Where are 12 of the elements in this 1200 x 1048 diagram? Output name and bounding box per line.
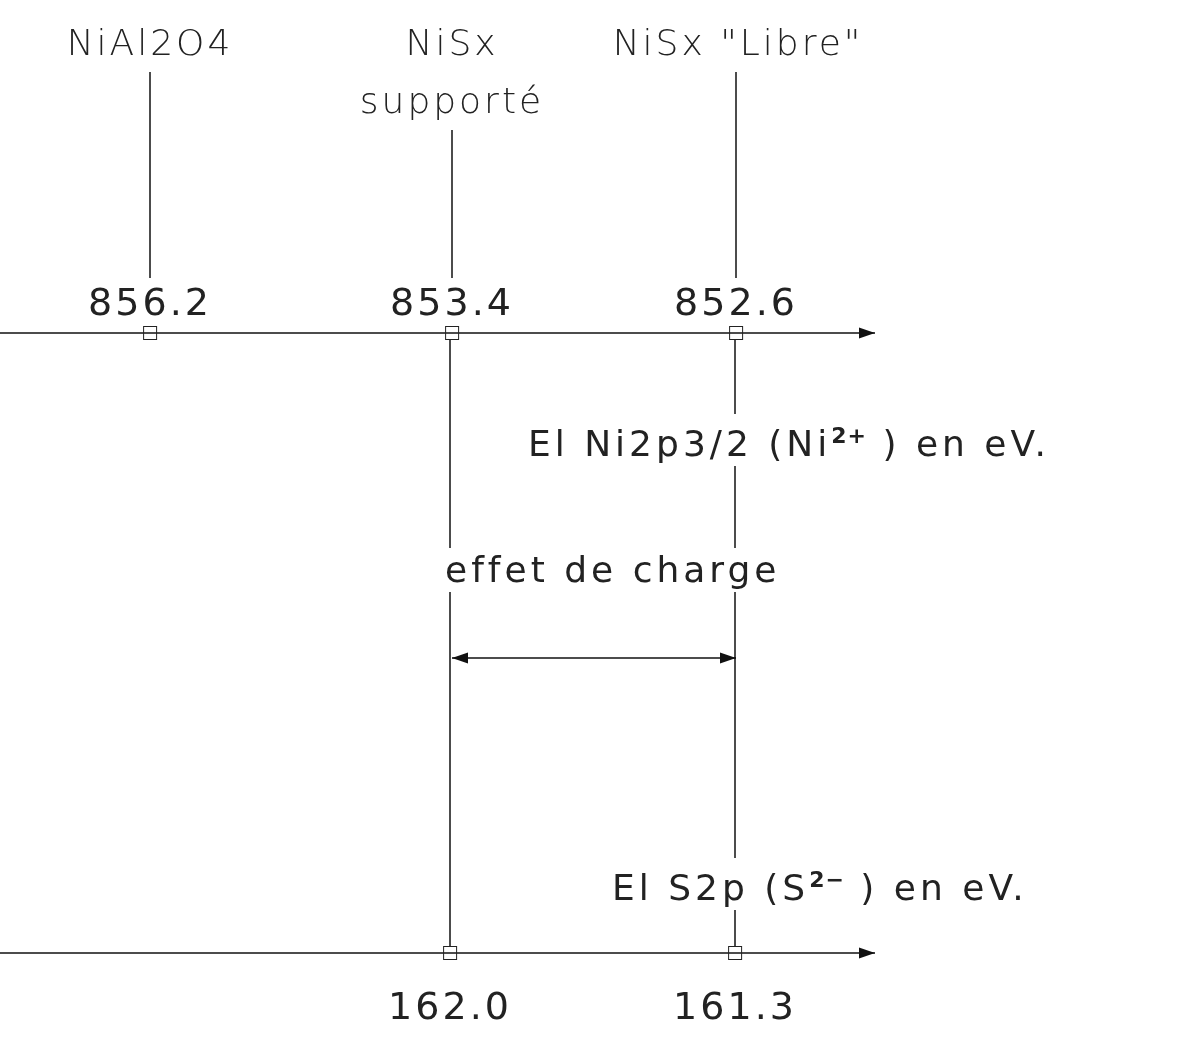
connector-line (451, 129, 453, 279)
connector-line (149, 71, 151, 279)
connector-line (735, 71, 737, 279)
compound-label: NiSx "Libre" (608, 14, 868, 72)
value-label: 162.0 (388, 983, 512, 1030)
value-label: 853.4 (390, 279, 514, 326)
value-label: 856.2 (88, 279, 212, 326)
connector-line (449, 339, 451, 947)
compound-label: NiSx supporté (322, 14, 582, 130)
compound-label: NiAl2O4 (20, 14, 280, 72)
value-label: 852.6 (674, 279, 798, 326)
value-label: 161.3 (673, 983, 797, 1030)
